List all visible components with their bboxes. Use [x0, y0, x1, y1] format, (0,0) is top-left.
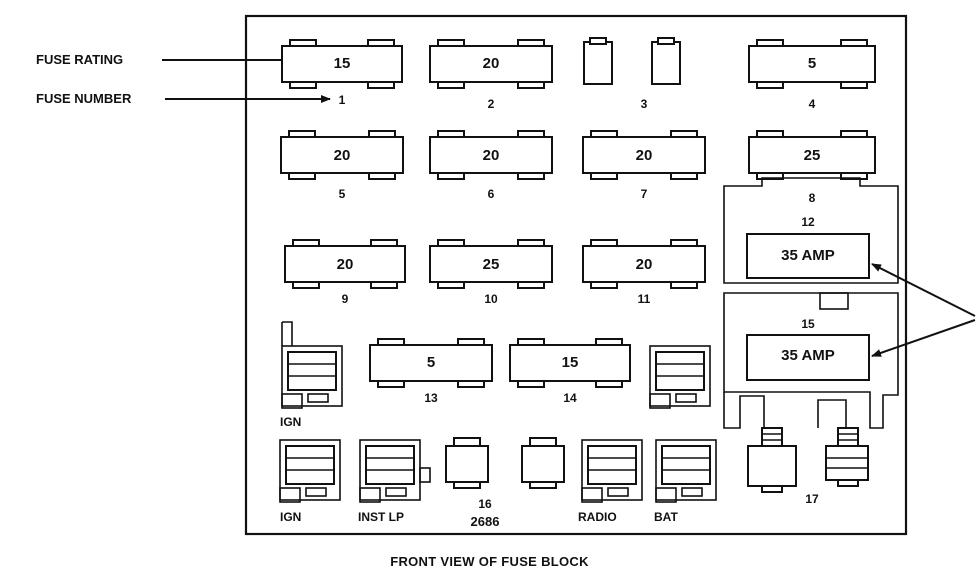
fuse-10-number: 10: [484, 292, 498, 306]
blade-fuse-14: [509, 338, 631, 388]
fuse-15-number: 15: [801, 317, 815, 331]
maxi-fuse-15-arrow: [871, 319, 976, 357]
fuse-15-rating: 35 AMP: [781, 347, 835, 364]
fuse-13-number: 13: [424, 391, 438, 405]
relay-2: [359, 439, 421, 503]
fuse-7-rating: 20: [636, 147, 653, 164]
fuse-11-number: 11: [638, 292, 651, 306]
relay-4: [655, 439, 717, 503]
fuse-7-number: 7: [641, 187, 648, 201]
blade-fuse-8: [748, 130, 876, 180]
relay-6: [281, 345, 343, 409]
fuse-9-rating: 20: [337, 256, 354, 273]
fuse-6-rating: 20: [483, 147, 500, 164]
maxi-fuse-12-housing: [723, 177, 899, 284]
fuse-14-rating: 15: [562, 354, 579, 371]
fuse-number-callout: FUSE NUMBER: [36, 91, 132, 106]
fuse-block-outline: [244, 14, 908, 536]
fuse-16-number: 16: [478, 497, 492, 511]
fuse-rating-callout: FUSE RATING: [36, 52, 123, 67]
fuse-4-rating: 5: [808, 55, 816, 72]
blade-fuse-9: [284, 239, 406, 289]
blade-fuse-2: [429, 39, 553, 89]
blade-fuse-4: [748, 39, 876, 89]
fuse-13-rating: 5: [427, 354, 435, 371]
fuse-3-number: 3: [641, 97, 648, 111]
connector-17: [747, 427, 869, 493]
fuse-17-number: 17: [805, 492, 819, 506]
blade-fuse-6: [429, 130, 553, 180]
fuse-8-number: 8: [809, 191, 816, 205]
blade-fuse-11: [582, 239, 706, 289]
fuse-3-empty-slot: [583, 37, 681, 85]
fuse-10-rating: 25: [483, 256, 500, 273]
fuse-2-rating: 20: [483, 55, 500, 72]
fuse-4-number: 4: [809, 97, 816, 111]
blade-fuse-10: [429, 239, 553, 289]
mini-fuse-16: [445, 437, 565, 489]
relay-label-inst-lp: INST LP: [358, 510, 404, 524]
fuse-1-number: 1: [339, 93, 346, 107]
fuse-8-rating: 25: [804, 147, 821, 164]
fuse-6-number: 6: [488, 187, 495, 201]
fuse-9-number: 9: [342, 292, 349, 306]
fuse-5-rating: 20: [334, 147, 351, 164]
relay-label-ign-lower: IGN: [280, 510, 301, 524]
relay-label-radio: RADIO: [578, 510, 617, 524]
fuse-2-number: 2: [488, 97, 495, 111]
relay-5: [649, 345, 711, 409]
blade-fuse-7: [582, 130, 706, 180]
fuse-5-number: 5: [339, 187, 346, 201]
fuse-11-rating: 20: [636, 256, 653, 273]
relay-3: [581, 439, 643, 503]
fuse-14-number: 14: [563, 391, 577, 405]
relay-label-bat: BAT: [654, 510, 678, 524]
fuse-12-number: 12: [801, 215, 815, 229]
relay-label-ign-upper: IGN: [280, 415, 301, 429]
blade-fuse-5: [280, 130, 404, 180]
part-number: 2686: [471, 514, 500, 529]
maxi-fuse-12-arrow: [871, 263, 976, 317]
fuse-12-rating: 35 AMP: [781, 247, 835, 264]
fuse-1-rating: 15: [334, 55, 351, 72]
relay-1: [279, 439, 341, 503]
maxi-fuse-15-housing: [723, 292, 899, 429]
diagram-caption: FRONT VIEW OF FUSE BLOCK: [390, 554, 589, 569]
blade-fuse-13: [369, 338, 493, 388]
blade-fuse-1: [281, 39, 403, 89]
